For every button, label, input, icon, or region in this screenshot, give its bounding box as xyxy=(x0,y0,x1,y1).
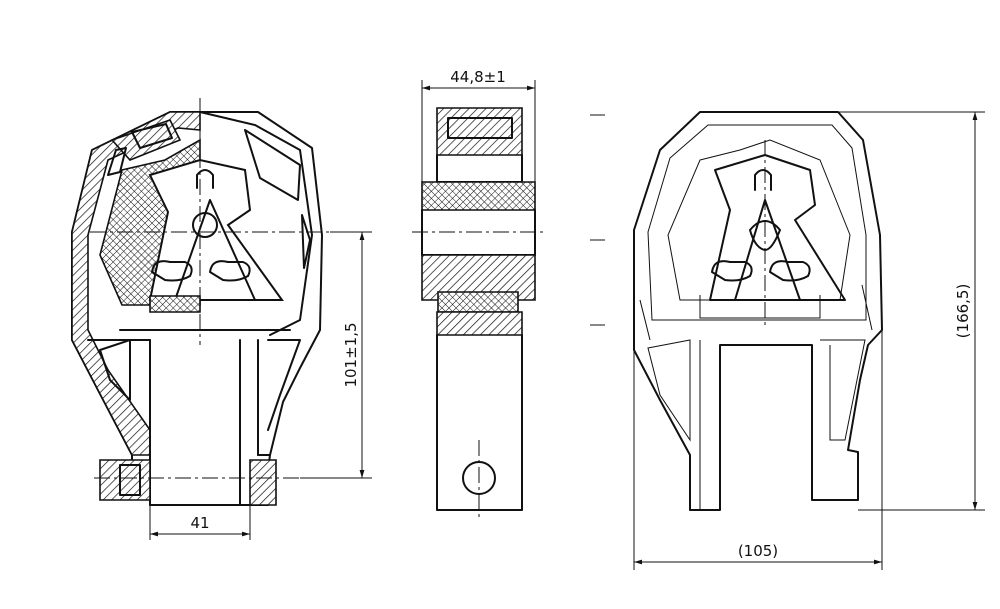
right-outline-view: (166,5) (105) xyxy=(590,111,985,570)
dimension-101: 101±1,5 xyxy=(342,322,360,387)
left-section-view: 41 101±1,5 xyxy=(71,98,372,540)
middle-side-view: 44,8±1 xyxy=(412,68,545,520)
dimension-105: (105) xyxy=(738,542,778,560)
dimension-166-5: (166,5) xyxy=(954,284,972,339)
dimension-44-8: 44,8±1 xyxy=(450,68,506,86)
dimension-41: 41 xyxy=(190,514,209,532)
